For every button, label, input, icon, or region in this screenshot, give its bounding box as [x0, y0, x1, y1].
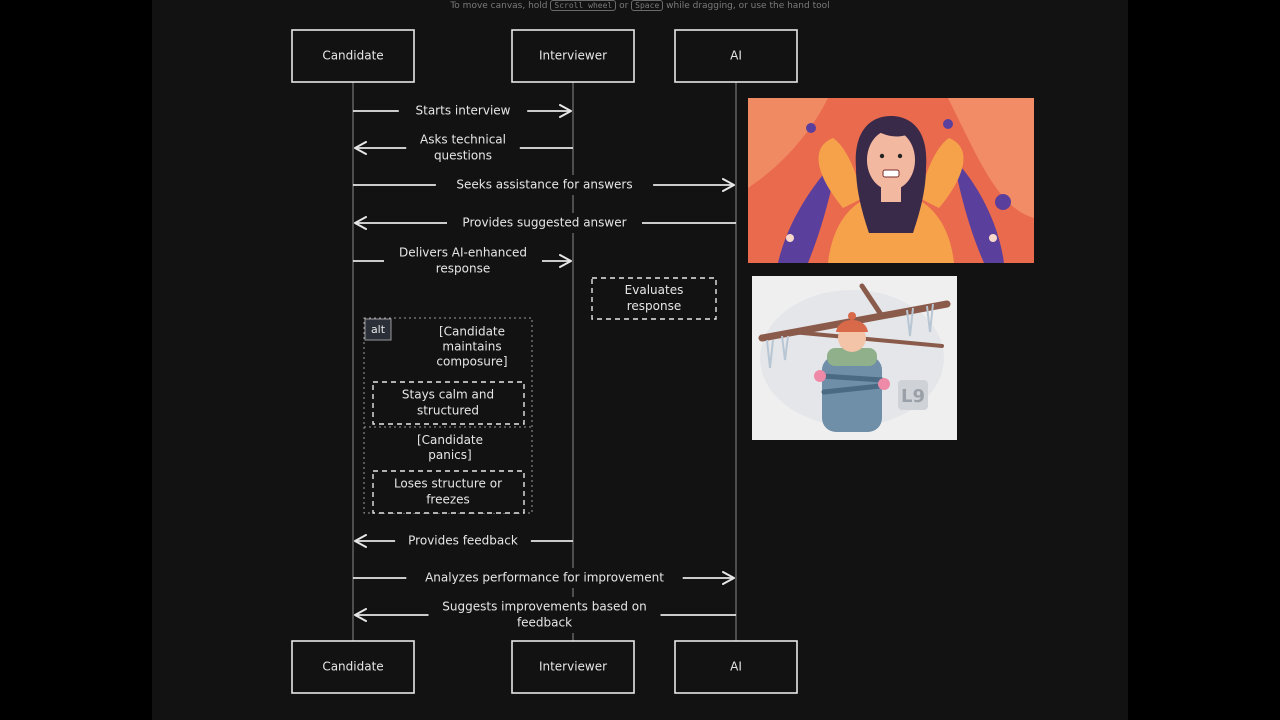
- message-label: feedback: [517, 616, 572, 630]
- participant-candidate-bottom[interactable]: Candidate: [291, 640, 415, 694]
- message-label: Delivers AI-enhanced: [399, 246, 527, 260]
- message-label-bg: [384, 243, 542, 279]
- message-label: Provides feedback: [408, 534, 518, 548]
- message-arrow[interactable]: Analyzes performance for improvement: [353, 568, 735, 588]
- message-arrow[interactable]: Asks technical questions: [354, 130, 573, 166]
- participant-ai-top[interactable]: AI: [674, 29, 798, 83]
- hint-suffix: while dragging, or use the hand tool: [666, 1, 830, 11]
- frozen-person-illustration: L9: [752, 276, 957, 440]
- stays-calm-text: Stays calm and: [402, 388, 494, 402]
- message-arrow[interactable]: Provides suggested answer: [354, 213, 736, 233]
- participant-candidate-top[interactable]: Candidate: [291, 29, 415, 83]
- message-label: Seeks assistance for answers: [456, 178, 632, 192]
- loses-structure-text: Loses structure or: [394, 477, 502, 491]
- participant-label: AI: [730, 660, 742, 674]
- participant-label: Interviewer: [539, 660, 607, 674]
- message-label: questions: [434, 149, 492, 163]
- participant-interviewer-top[interactable]: Interviewer: [511, 29, 635, 83]
- stays-calm-text: structured: [417, 404, 479, 418]
- message-label-bg: [395, 531, 531, 551]
- participant-box[interactable]: [511, 640, 635, 694]
- message-arrow[interactable]: Provides feedback: [354, 531, 573, 551]
- alt-guard-panics: panics]: [428, 448, 471, 462]
- message-label: Provides suggested answer: [462, 216, 626, 230]
- note-evaluates-response[interactable]: Evaluates response: [591, 277, 717, 320]
- message-label-bg: [406, 130, 520, 166]
- canvas-hint: To move canvas, hold Scroll wheel or Spa…: [0, 0, 1280, 11]
- note-box[interactable]: [591, 277, 717, 320]
- loses-structure-box[interactable]: [372, 470, 525, 514]
- note-text: Evaluates: [625, 283, 684, 297]
- participant-label: Interviewer: [539, 49, 607, 63]
- message-arrow[interactable]: Seeks assistance for answers: [353, 175, 735, 195]
- message-label-bg: [447, 213, 642, 233]
- hint-mid: or: [619, 1, 629, 11]
- message-label-bg: [428, 597, 661, 633]
- hint-prefix: To move canvas, hold: [450, 1, 548, 11]
- svg-text:L9: L9: [901, 386, 925, 407]
- alt-guard-panics: [Candidate: [417, 433, 483, 447]
- message-label-bg: [435, 175, 654, 195]
- hint-key-space: Space: [631, 0, 664, 11]
- participant-box[interactable]: [291, 640, 415, 694]
- alt-guard-maintains: [Candidate: [439, 325, 505, 339]
- participant-box[interactable]: [511, 29, 635, 83]
- alt-guard-maintains: composure]: [436, 355, 507, 369]
- stays-calm-box[interactable]: [372, 381, 525, 425]
- participant-ai-bottom[interactable]: AI: [674, 640, 798, 694]
- message-label: Starts interview: [416, 104, 511, 118]
- message-label-bg: [406, 568, 683, 588]
- message-label-bg: [398, 101, 528, 121]
- participant-interviewer-bottom[interactable]: Interviewer: [511, 640, 635, 694]
- stressed-woman-illustration: [748, 98, 1034, 263]
- message-arrow[interactable]: Starts interview: [353, 101, 572, 121]
- participant-label: Candidate: [322, 49, 383, 63]
- message-arrow[interactable]: Delivers AI-enhanced response: [353, 243, 572, 279]
- loses-structure-text: freezes: [426, 493, 470, 507]
- message-label: response: [436, 262, 491, 276]
- alt-guard-maintains: maintains: [442, 340, 501, 354]
- participant-label: Candidate: [322, 660, 383, 674]
- participant-label: AI: [730, 49, 742, 63]
- hint-key-scroll: Scroll wheel: [550, 0, 617, 11]
- alt-tag: [364, 318, 392, 341]
- message-label: Suggests improvements based on: [442, 600, 646, 614]
- message-arrow[interactable]: Suggests improvements based on feedback: [354, 597, 736, 633]
- message-label: Analyzes performance for improvement: [425, 571, 664, 585]
- participant-box[interactable]: [291, 29, 415, 83]
- participant-box[interactable]: [674, 640, 798, 694]
- alt-label: alt: [371, 323, 386, 336]
- note-text: response: [627, 299, 682, 313]
- participant-box[interactable]: [674, 29, 798, 83]
- message-label: Asks technical: [420, 133, 506, 147]
